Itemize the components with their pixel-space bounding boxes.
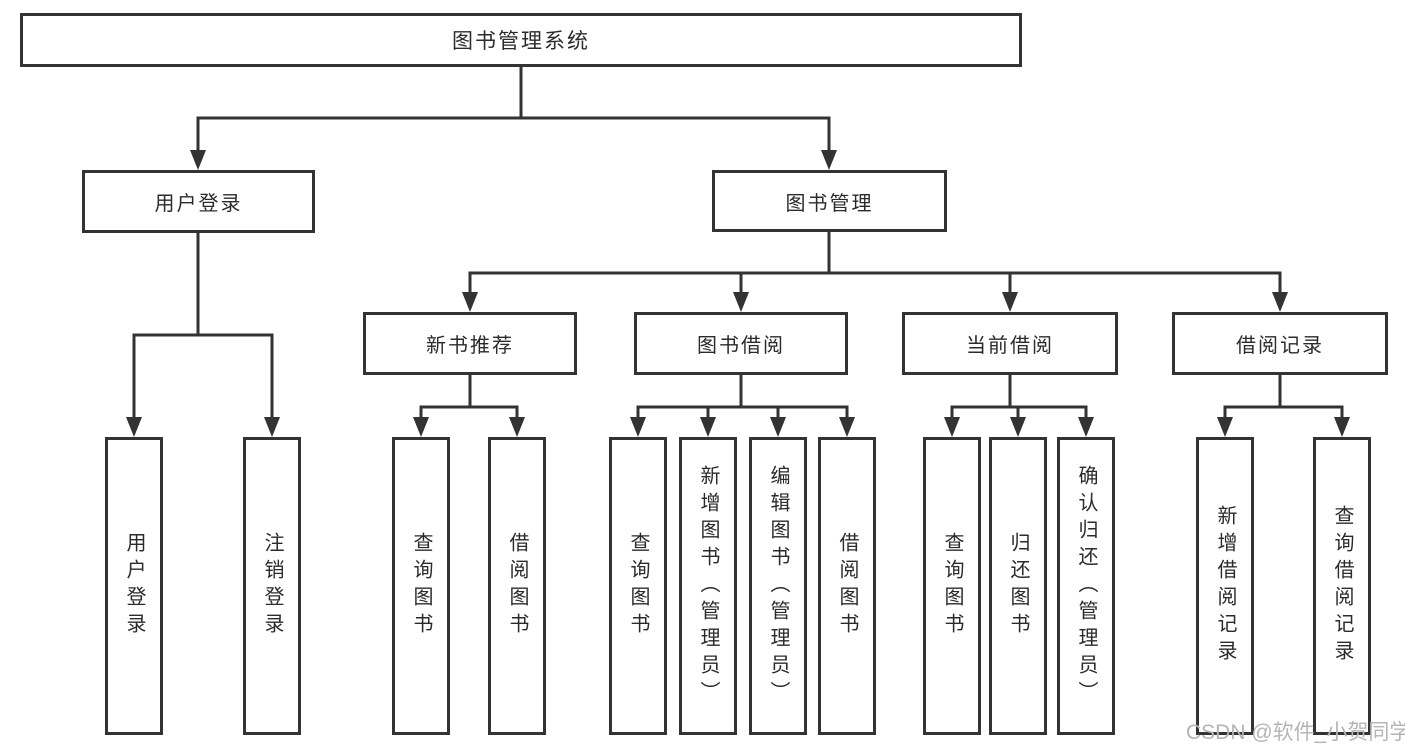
node-label: 归还图书 (1007, 532, 1029, 640)
node-label: 图书管理系统 (452, 30, 590, 53)
csdn-watermark: CSDN @软件_小贺同学 (1186, 721, 1405, 744)
node-label: 查询图书 (627, 532, 649, 640)
node-library-management-system: 图书管理系统 (20, 13, 1022, 67)
node-label: 图书管理 (785, 192, 874, 215)
node-label: 用户登录 (154, 193, 243, 215)
leaf-query-borrow-record: 查询借阅记录 (1313, 437, 1371, 735)
leaf-query-books-borrowing: 查询图书 (609, 437, 667, 735)
node-label: 查询图书 (410, 532, 432, 640)
node-label: 当前借阅 (966, 335, 1054, 357)
leaf-add-borrow-record: 新增借阅记录 (1196, 437, 1254, 735)
node-new-book-recommendation: 新书推荐 (363, 312, 577, 375)
node-label: 新增图书（管理员） (697, 464, 719, 708)
node-label: 借阅图书 (506, 532, 528, 640)
node-label: 用户登录 (123, 532, 145, 640)
node-label: 图书借阅 (697, 335, 785, 357)
leaf-logout: 注销登录 (243, 437, 301, 735)
node-book-management: 图书管理 (712, 170, 947, 232)
leaf-borrow-books-recommend: 借阅图书 (488, 437, 546, 735)
node-user-login: 用户登录 (82, 170, 315, 233)
leaf-edit-books-admin: 编辑图书（管理员） (749, 437, 807, 735)
node-label: 借阅记录 (1236, 335, 1324, 357)
leaf-query-books-recommend: 查询图书 (392, 437, 450, 735)
node-borrowing-records: 借阅记录 (1172, 312, 1388, 375)
leaf-confirm-return-admin: 确认归还（管理员） (1057, 437, 1115, 735)
node-label: 确认归还（管理员） (1075, 464, 1097, 708)
leaf-add-books-admin: 新增图书（管理员） (679, 437, 737, 735)
node-label: 查询借阅记录 (1331, 505, 1353, 667)
leaf-query-books-current: 查询图书 (923, 437, 981, 735)
leaf-user-login: 用户登录 (105, 437, 163, 735)
node-label: 新书推荐 (426, 335, 514, 357)
node-current-borrowing: 当前借阅 (902, 312, 1118, 375)
node-label: 借阅图书 (836, 532, 858, 640)
node-book-borrowing: 图书借阅 (634, 312, 848, 375)
node-label: 注销登录 (261, 532, 283, 640)
node-label: 新增借阅记录 (1214, 505, 1236, 667)
node-label: 编辑图书（管理员） (767, 464, 789, 708)
leaf-borrow-books: 借阅图书 (818, 437, 876, 735)
node-label: 查询图书 (941, 532, 963, 640)
arrowheads (126, 150, 1350, 437)
leaf-return-books: 归还图书 (989, 437, 1047, 735)
